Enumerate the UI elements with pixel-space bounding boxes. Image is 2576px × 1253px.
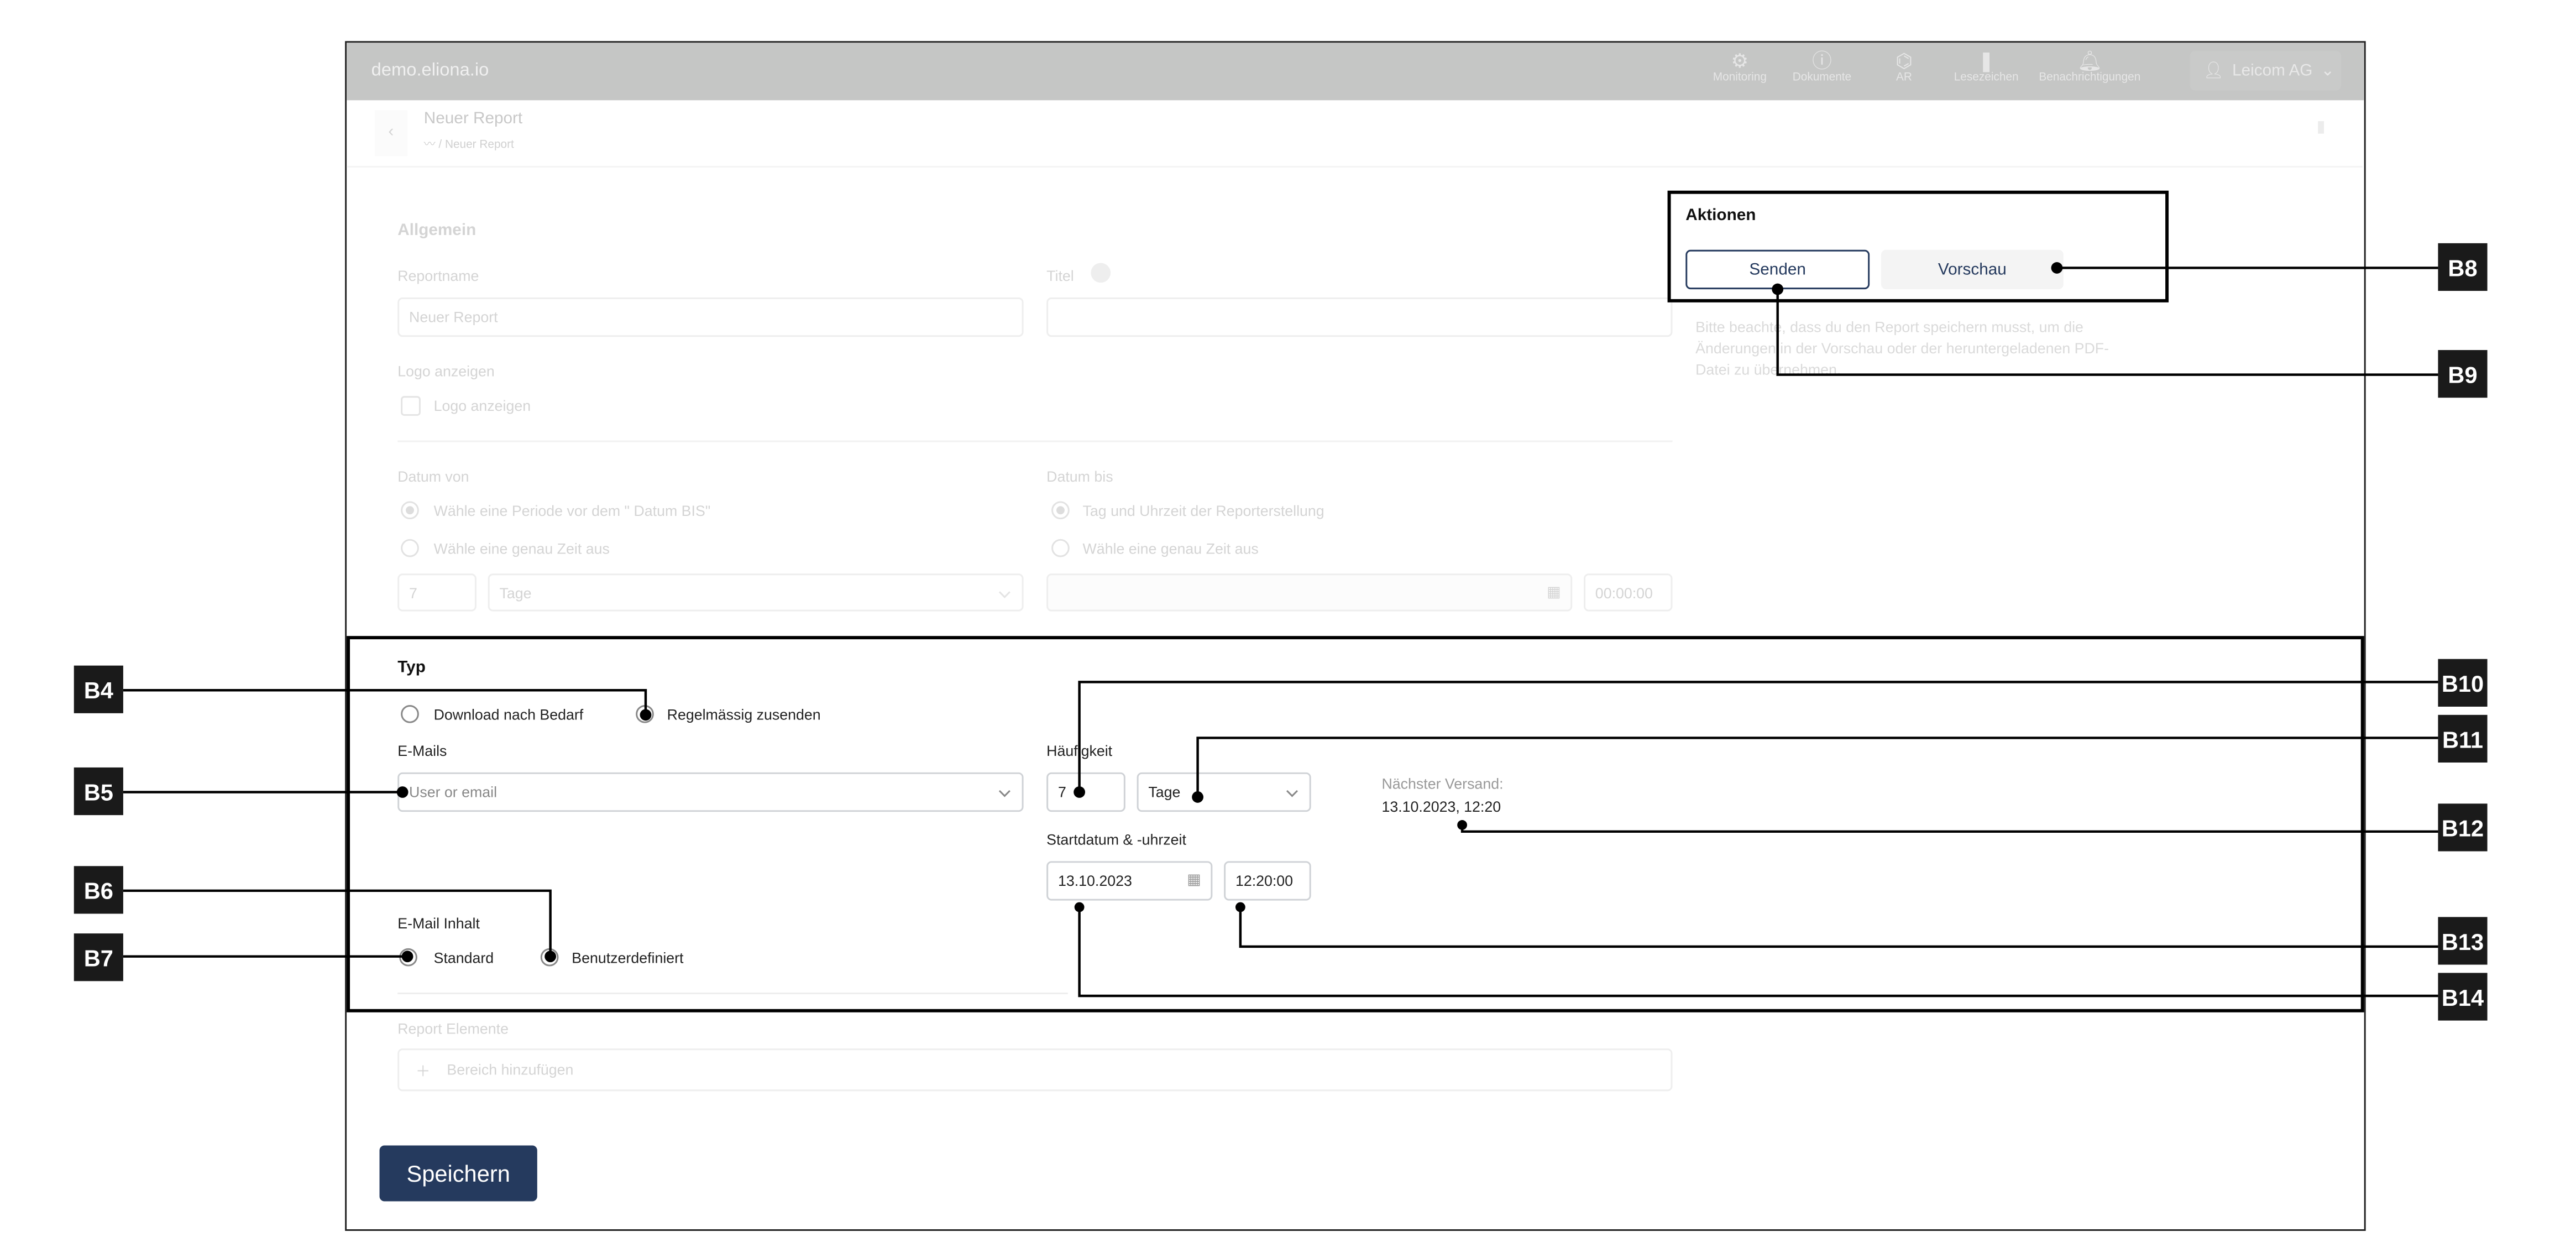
typ-heading: Typ [397,659,426,677]
radio-report-time[interactable] [1051,501,1070,520]
radio-exact-bis[interactable] [1051,539,1070,557]
ar-icon: ⌬ [1895,49,1913,72]
calendar-icon: ▦ [1547,583,1561,600]
typ-highlight [347,636,2364,1012]
emails-input[interactable]: User or email [397,772,1024,812]
radio-standard-label: Standard [433,949,494,967]
callout-b11: B11 [2438,714,2488,763]
radio-exact-von[interactable] [401,539,419,557]
start-time-input[interactable]: 12:20:00 [1224,861,1311,901]
datum-bis-date-input[interactable]: ▦ [1046,573,1573,612]
radio-exact-von-label: Wähle eine genau Zeit aus [433,540,610,557]
aktionen-heading: Aktionen [1685,207,1756,226]
titel-label: Titel [1046,268,1074,285]
section-allgemein: Allgemein [397,222,477,240]
start-date-input[interactable]: 13.10.2023▦ [1046,861,1213,901]
breadcrumb: 〰 / Neuer Report [423,139,514,152]
save-button[interactable]: Speichern [379,1145,537,1202]
divider [397,993,1068,995]
callout-b7: B7 [74,933,123,981]
callout-b5: B5 [74,767,123,816]
info-icon[interactable] [1091,263,1111,283]
logo-checkbox-label: Logo anzeigen [433,398,531,414]
nav-benachrichtigungen[interactable]: 🔔︎Benachrichtigungen [2027,49,2152,83]
info-icon: ⓘ [1812,49,1832,72]
reportname-input[interactable]: Neuer Report [397,297,1024,337]
datum-bis-time-input[interactable]: 00:00:00 [1584,573,1673,612]
report-elements-label: Report Elemente [397,1020,509,1037]
top-bar [347,43,2364,101]
callout-b4: B4 [74,665,123,713]
logo-label: Logo anzeigen [397,363,495,380]
radio-custom-label: Benutzerdefiniert [572,949,684,967]
email-content-label: E-Mail Inhalt [397,915,480,932]
aktionen-highlight [1667,190,2169,302]
reportname-label: Reportname [397,268,479,285]
radio-period[interactable] [401,501,419,520]
callout-b6: B6 [74,866,123,914]
page-title: Neuer Report [423,110,523,128]
radio-report-time-label: Tag und Uhrzeit der Reporterstellung [1082,503,1324,520]
preview-button[interactable]: Vorschau [1881,249,2064,290]
callout-b14: B14 [2438,973,2488,1021]
next-send-value: 13.10.2023, 12:20 [1381,798,1501,816]
radio-exact-bis-label: Wähle eine genau Zeit aus [1082,540,1259,557]
calendar-icon[interactable]: ▦ [1187,871,1201,887]
divider [347,166,2363,168]
nav-monitoring[interactable]: ⚙Monitoring [1699,49,1781,83]
bookmark-icon: ❚ [1978,49,1995,72]
user-menu[interactable]: 👤︎Leicom AG⌄ [2190,51,2342,91]
radio-period-label: Wähle eine Periode vor dem " Datum BIS" [433,503,711,520]
trash-icon[interactable]: ▮ [2316,118,2326,137]
next-send-label: Nächster Versand: [1381,775,1504,792]
callout-b8: B8 [2438,243,2488,291]
radio-download-label: Download nach Bedarf [433,706,584,723]
domain-label: demo.eliona.io [371,60,489,81]
chevron-down-icon: ⌄ [2321,61,2335,80]
frequency-value-input[interactable]: 7 [1046,772,1125,812]
callout-b12: B12 [2438,803,2488,852]
period-unit-select[interactable]: Tage [488,573,1024,612]
plus-icon: ＋ [415,1062,431,1079]
user-icon: 👤︎ [2203,61,2224,80]
datum-bis-label: Datum bis [1046,468,1113,485]
period-value-input[interactable]: 7 [397,573,477,612]
logo-checkbox[interactable] [401,396,421,416]
titel-input[interactable] [1046,297,1673,337]
callout-b9: B9 [2438,350,2488,398]
bell-icon: 🔔︎ [2077,49,2102,72]
radio-download[interactable] [401,704,419,723]
nav-ar[interactable]: ⌬AR [1863,49,1945,83]
start-label: Startdatum & -uhrzeit [1046,831,1186,848]
frequency-unit-select[interactable]: Tage [1137,772,1311,812]
monitoring-icon: ⚙ [1731,49,1749,72]
emails-label: E-Mails [397,743,447,760]
callout-b10: B10 [2438,659,2488,707]
datum-von-label: Datum von [397,468,469,485]
divider [397,440,1673,442]
callout-b13: B13 [2438,917,2488,965]
nav-lesezeichen[interactable]: ❚Lesezeichen [1945,49,2028,83]
chart-icon: 〰 [423,139,439,152]
add-section-button[interactable]: ＋Bereich hinzufügen [397,1048,1673,1092]
preview-note: Bitte beachte, dass du den Report speich… [1695,319,2109,378]
emails-placeholder: User or email [409,784,498,801]
radio-regular-label: Regelmässig zusenden [667,706,821,723]
back-button[interactable]: ‹ [374,110,408,156]
